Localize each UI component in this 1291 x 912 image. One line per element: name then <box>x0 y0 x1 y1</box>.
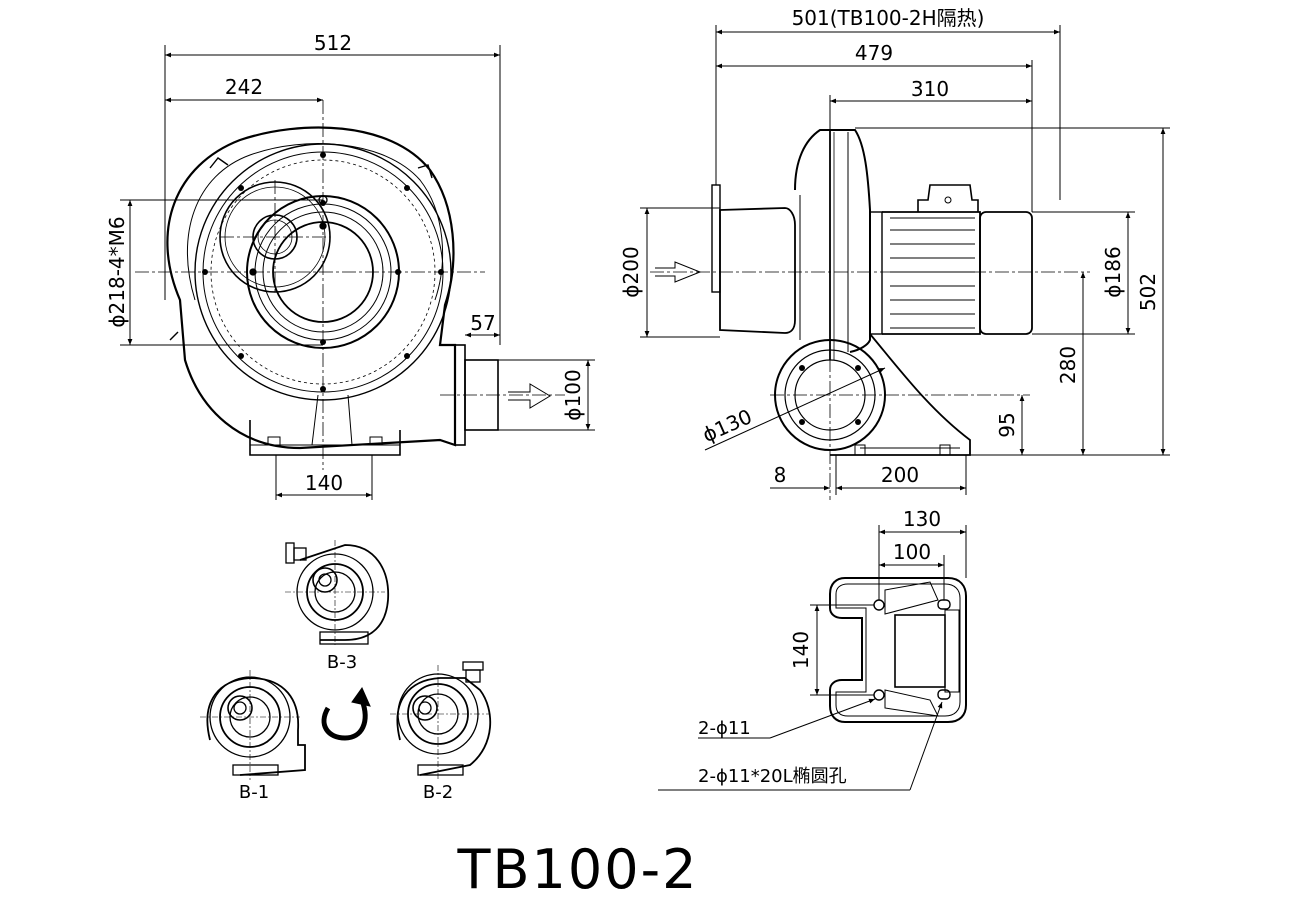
dim-outlet-diameter: ϕ100 <box>561 369 585 420</box>
front-view <box>120 45 595 500</box>
orientation-b3-label: B-3 <box>327 652 357 673</box>
dim-center-height: 280 <box>1056 346 1080 384</box>
note-slot-holes: 2-ϕ11*20L椭圆孔 <box>698 766 847 787</box>
dim-length-insulated: 501(TB100-2H隔热) <box>792 6 985 30</box>
dim-height-total: 502 <box>1136 273 1160 311</box>
dim-plate-hole-spacing: 140 <box>789 631 813 669</box>
base-plate-drawing <box>658 525 967 791</box>
dim-plate-width-outer: 130 <box>903 507 941 531</box>
dim-outlet-height: 95 <box>995 412 1019 437</box>
dim-flange-pcd: ϕ218-4*M6 <box>105 216 129 327</box>
orientation-b1-label: B-1 <box>239 782 269 803</box>
dim-width-to-center: 242 <box>225 75 263 99</box>
orientation-b1-drawing <box>200 670 306 780</box>
orientation-b3-drawing <box>285 540 389 645</box>
dim-length-motor: 310 <box>911 77 949 101</box>
rotation-arrow-icon <box>321 686 371 741</box>
dim-inlet-diameter: ϕ200 <box>619 246 643 297</box>
orientation-b2-drawing <box>390 661 492 780</box>
dim-base-offset: 8 <box>774 463 787 487</box>
model-title: TB100-2 <box>457 838 699 901</box>
dim-length-total: 479 <box>855 41 893 65</box>
dim-side-outlet-diameter: ϕ130 <box>699 404 756 447</box>
dim-motor-diameter: ϕ186 <box>1101 246 1125 297</box>
dim-base-width: 140 <box>305 471 343 495</box>
dim-plate-width-inner: 100 <box>893 540 931 564</box>
note-round-holes: 2-ϕ11 <box>698 718 751 739</box>
orientation-b2-label: B-2 <box>423 782 453 803</box>
dim-base-length: 200 <box>881 463 919 487</box>
dim-outlet-offset: 57 <box>470 311 495 335</box>
dim-width-total: 512 <box>314 31 352 55</box>
side-view <box>640 25 1170 500</box>
